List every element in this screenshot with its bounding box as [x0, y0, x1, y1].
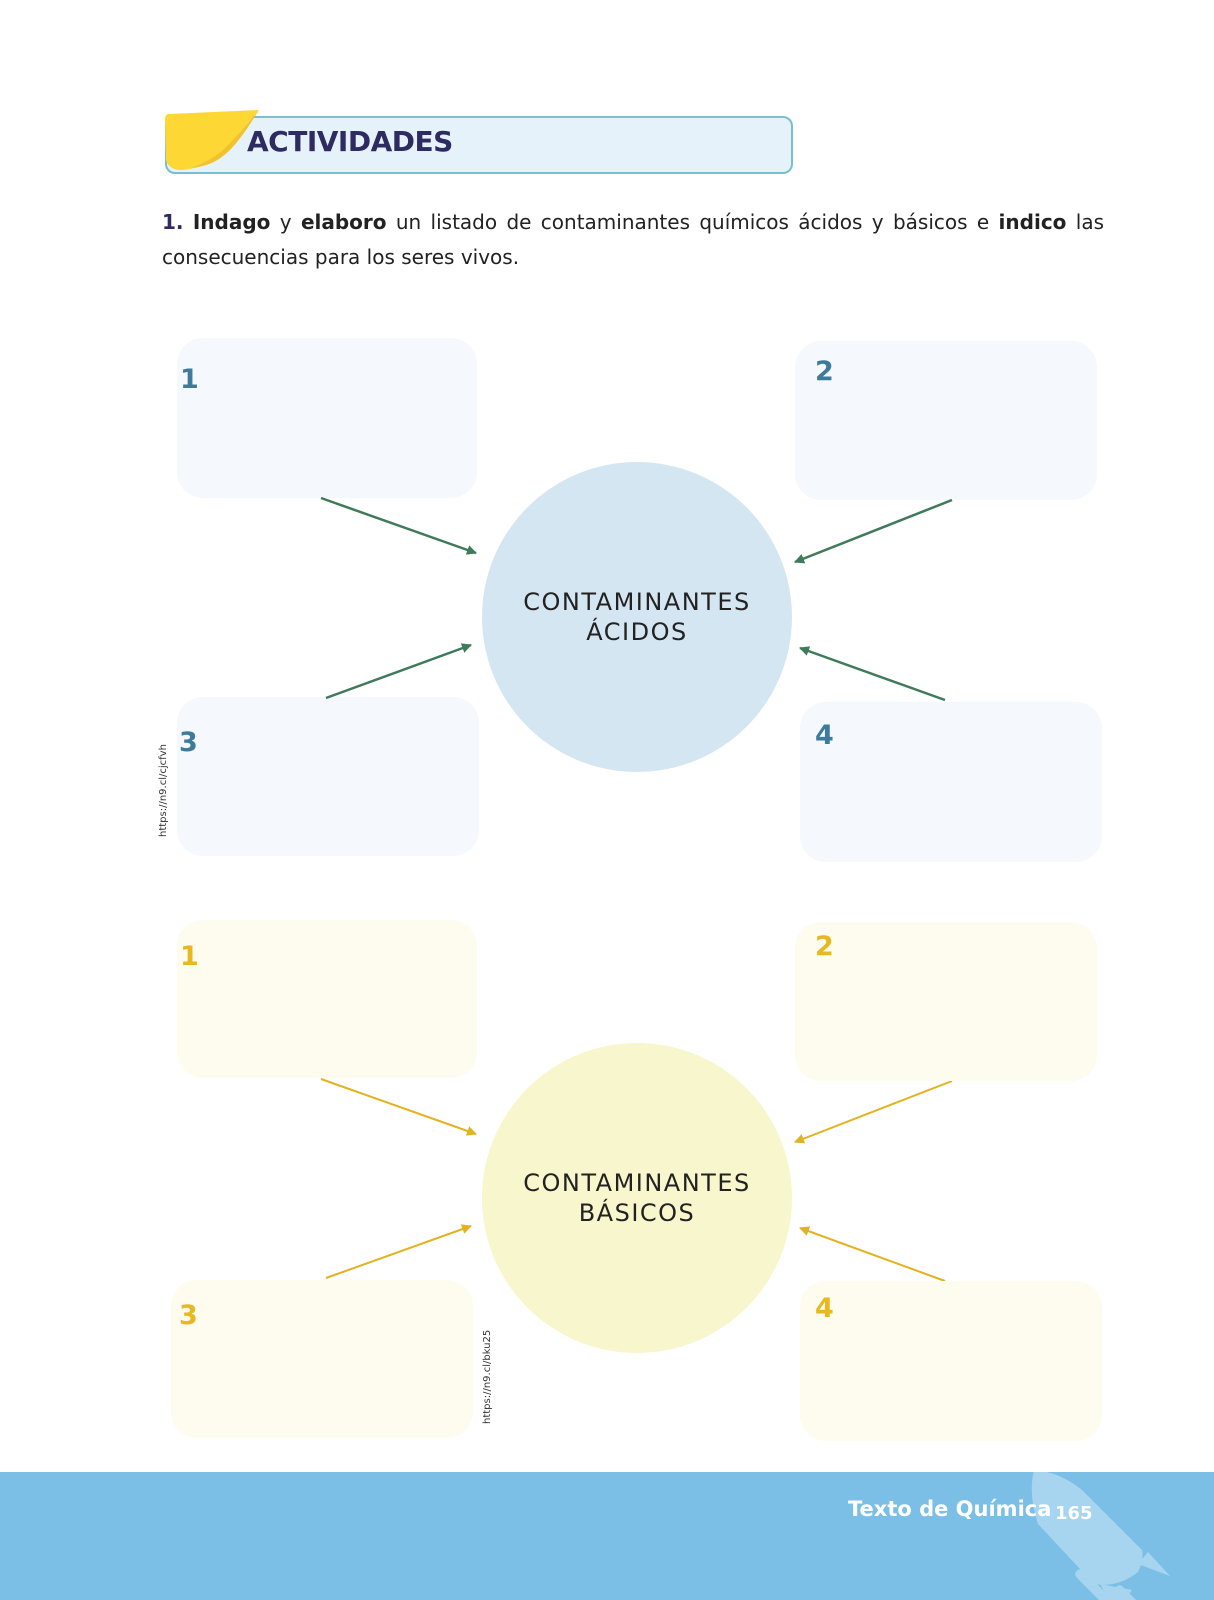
basic-resource-url[interactable]: https://n9.cl/bku25: [482, 1329, 493, 1424]
basic-arrow-3: [325, 1224, 472, 1279]
banner-title: ACTIVIDADES: [247, 125, 453, 158]
basic-center-circle: CONTAMINANTES BÁSICOS: [482, 1043, 792, 1353]
basic-arrow-4: [799, 1226, 946, 1282]
instruction-number: 1.: [162, 210, 184, 234]
basic-box-4[interactable]: [800, 1281, 1102, 1441]
instruction-verb: elaboro: [300, 210, 387, 234]
acid-arrow-4: [799, 646, 946, 702]
basic-box-number: 1: [180, 941, 199, 972]
instruction-verb: indico: [998, 210, 1067, 234]
basic-box-3[interactable]: [171, 1280, 473, 1438]
basic-center-label: BÁSICOS: [578, 1199, 696, 1227]
instruction-text: las consecuencias para los seres vivos.: [162, 210, 1104, 269]
acid-box-3[interactable]: [177, 697, 479, 856]
footer-book-title: Texto de Química: [848, 1497, 1052, 1521]
acid-center-circle: CONTAMINANTES ÁCIDOS: [482, 462, 792, 772]
acid-resource-url[interactable]: https://n9.cl/cjcfvh: [158, 744, 169, 837]
acid-box-number: 2: [815, 356, 834, 387]
basic-box-1[interactable]: [177, 920, 477, 1078]
acid-box-1[interactable]: [177, 338, 477, 498]
acid-box-number: 1: [180, 364, 199, 395]
basic-arrow-1: [320, 1078, 477, 1136]
acid-arrow-1: [320, 496, 477, 555]
basic-arrow-2: [794, 1080, 953, 1144]
page-footer: [0, 1472, 1214, 1600]
banner-tab-icon: [165, 110, 259, 170]
instruction-verb: Indago: [192, 210, 271, 234]
acid-box-4[interactable]: [800, 702, 1102, 862]
acid-box-2[interactable]: [795, 341, 1097, 500]
acid-box-number: 3: [179, 727, 198, 758]
acid-center-label: CONTAMINANTES: [523, 588, 751, 616]
basic-box-2[interactable]: [795, 922, 1097, 1081]
instruction-text: un listado de contaminantes químicos áci…: [386, 210, 999, 234]
basic-box-number: 3: [179, 1300, 198, 1331]
basic-center-label: CONTAMINANTES: [523, 1169, 751, 1197]
acid-arrow-2: [794, 498, 953, 564]
acid-arrow-3: [325, 643, 472, 700]
basic-box-number: 2: [815, 931, 834, 962]
basic-box-number: 4: [815, 1293, 834, 1324]
page-number: 165: [1055, 1503, 1093, 1524]
rocket-icon: [1031, 1472, 1170, 1600]
acid-center-label: ÁCIDOS: [586, 618, 688, 646]
acid-box-number: 4: [815, 720, 834, 751]
instruction-text: y: [270, 210, 301, 234]
activity-instruction: 1. Indago y elaboro un listado de contam…: [162, 205, 1104, 275]
activities-banner: [165, 116, 793, 174]
